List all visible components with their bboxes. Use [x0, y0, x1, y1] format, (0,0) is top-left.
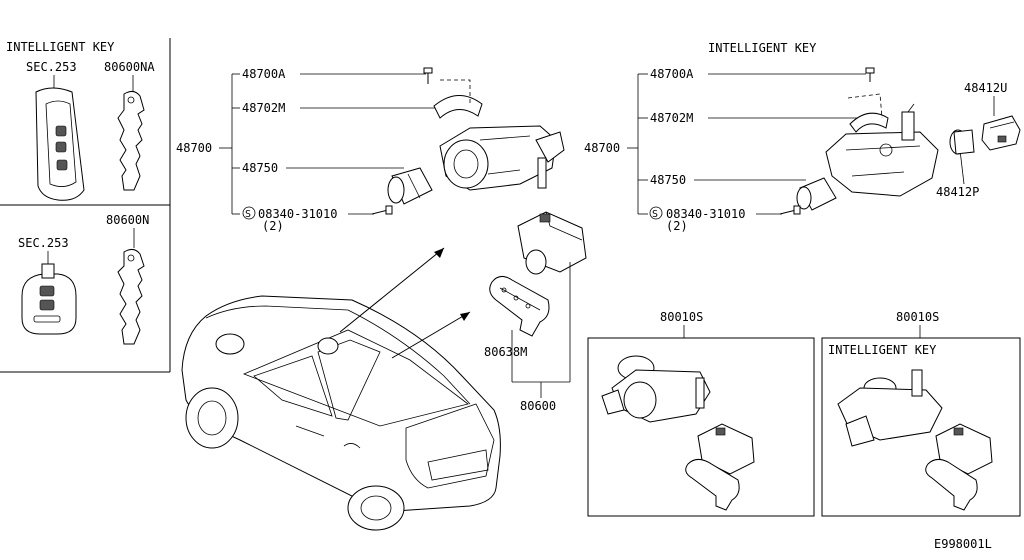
set-box-right-frame — [821, 337, 1021, 517]
key-fob-drawing — [21, 263, 77, 335]
right-bolt-drawing — [779, 205, 801, 215]
left-screw-drawing — [423, 67, 433, 84]
left-bolt-qty: (2) — [262, 219, 284, 233]
top-left-sec-label: SEC.253 — [26, 60, 77, 74]
right-switch-holder-drawing — [949, 129, 975, 155]
left-clamp-drawing — [433, 79, 483, 119]
lock-set-parts: 80638M 80600 — [484, 211, 587, 413]
intelligent-key-fob-drawing — [35, 87, 85, 201]
set-box-left-unit-drawing — [685, 423, 755, 511]
set-box-right-lock-drawing — [837, 369, 943, 447]
set-box-left-frame — [587, 337, 815, 517]
left-cylinder-drawing — [387, 167, 433, 205]
right-assembly-label: 48700 — [584, 141, 620, 155]
right-screw-drawing — [865, 67, 875, 82]
left-bolt-symbol: S — [245, 209, 251, 220]
right-bolt-label: 08340-31010 — [666, 207, 745, 221]
set-box-right: 80010S INTELLIGENT KEY — [821, 310, 1021, 517]
right-bolt-symbol: S — [652, 209, 658, 220]
set-box-right-label: 80010S — [896, 310, 939, 324]
bottom-left-key-part-label: 80600N — [106, 213, 149, 227]
right-bracket-part-label: 48702M — [650, 111, 693, 125]
right-panel-title: INTELLIGENT KEY — [708, 41, 817, 55]
ignition-location-marker — [317, 337, 339, 355]
left-screw-label: 48700A — [242, 67, 286, 81]
right-clamp-drawing — [847, 93, 889, 133]
right-switch-label: 48412U — [964, 81, 1007, 95]
arrow-to-lock-assembly — [339, 247, 445, 333]
vehicle-drawing — [181, 247, 501, 531]
top-left-key-part-label: 80600NA — [104, 60, 155, 74]
right-screw-label: 48700A — [650, 67, 694, 81]
right-cylinder-drawing — [796, 177, 837, 211]
left-lock-assembly: 48700 48700A 48702M 48750 S 08340-31010 … — [176, 67, 565, 233]
front-wheel — [185, 387, 239, 449]
key-blade-top-drawing — [117, 90, 145, 191]
rotor-label: 80638M — [484, 345, 527, 359]
arrow-to-lock-set — [391, 311, 471, 359]
left-bolt-label: 08340-31010 — [258, 207, 337, 221]
rear-wheel — [347, 485, 405, 531]
top-left-panel-title: INTELLIGENT KEY — [6, 40, 115, 54]
right-bolt-symbol-circle — [649, 206, 663, 220]
leader-right-switch-holder — [959, 149, 965, 185]
left-assembly-label: 48700 — [176, 141, 212, 155]
set-label: 80600 — [520, 399, 556, 413]
set-box-right-title: INTELLIGENT KEY — [828, 343, 937, 357]
key-blade-bottom-drawing — [117, 248, 145, 345]
right-switch-drawing — [981, 115, 1021, 151]
lock-unit-drawing — [517, 211, 587, 275]
right-lock-body-drawing — [825, 103, 939, 197]
diagram-code: E998001L — [934, 537, 992, 551]
set-box-left-label: 80010S — [660, 310, 703, 324]
left-cylinder-label: 48750 — [242, 161, 278, 175]
left-bracket-part-label: 48702M — [242, 101, 285, 115]
bottom-left-sec-label: SEC.253 — [18, 236, 69, 250]
set-box-right-unit-drawing — [925, 423, 993, 511]
right-cylinder-label: 48750 — [650, 173, 686, 187]
set-box-left: 80010S — [587, 310, 815, 517]
left-bolt-symbol-circle — [242, 206, 256, 220]
right-bolt-qty: (2) — [666, 219, 688, 233]
rotor-drawing — [489, 276, 550, 337]
right-switch-holder-label: 48412P — [936, 185, 979, 199]
right-lock-assembly: INTELLIGENT KEY 48700 48700A 48702M 4875… — [584, 41, 1021, 233]
set-box-left-lock-drawing — [601, 355, 711, 423]
left-bolt-drawing — [371, 205, 393, 215]
left-lock-body-drawing — [439, 125, 565, 191]
key-panels: INTELLIGENT KEY SEC.253 80600NA SEC.253 … — [0, 38, 171, 373]
